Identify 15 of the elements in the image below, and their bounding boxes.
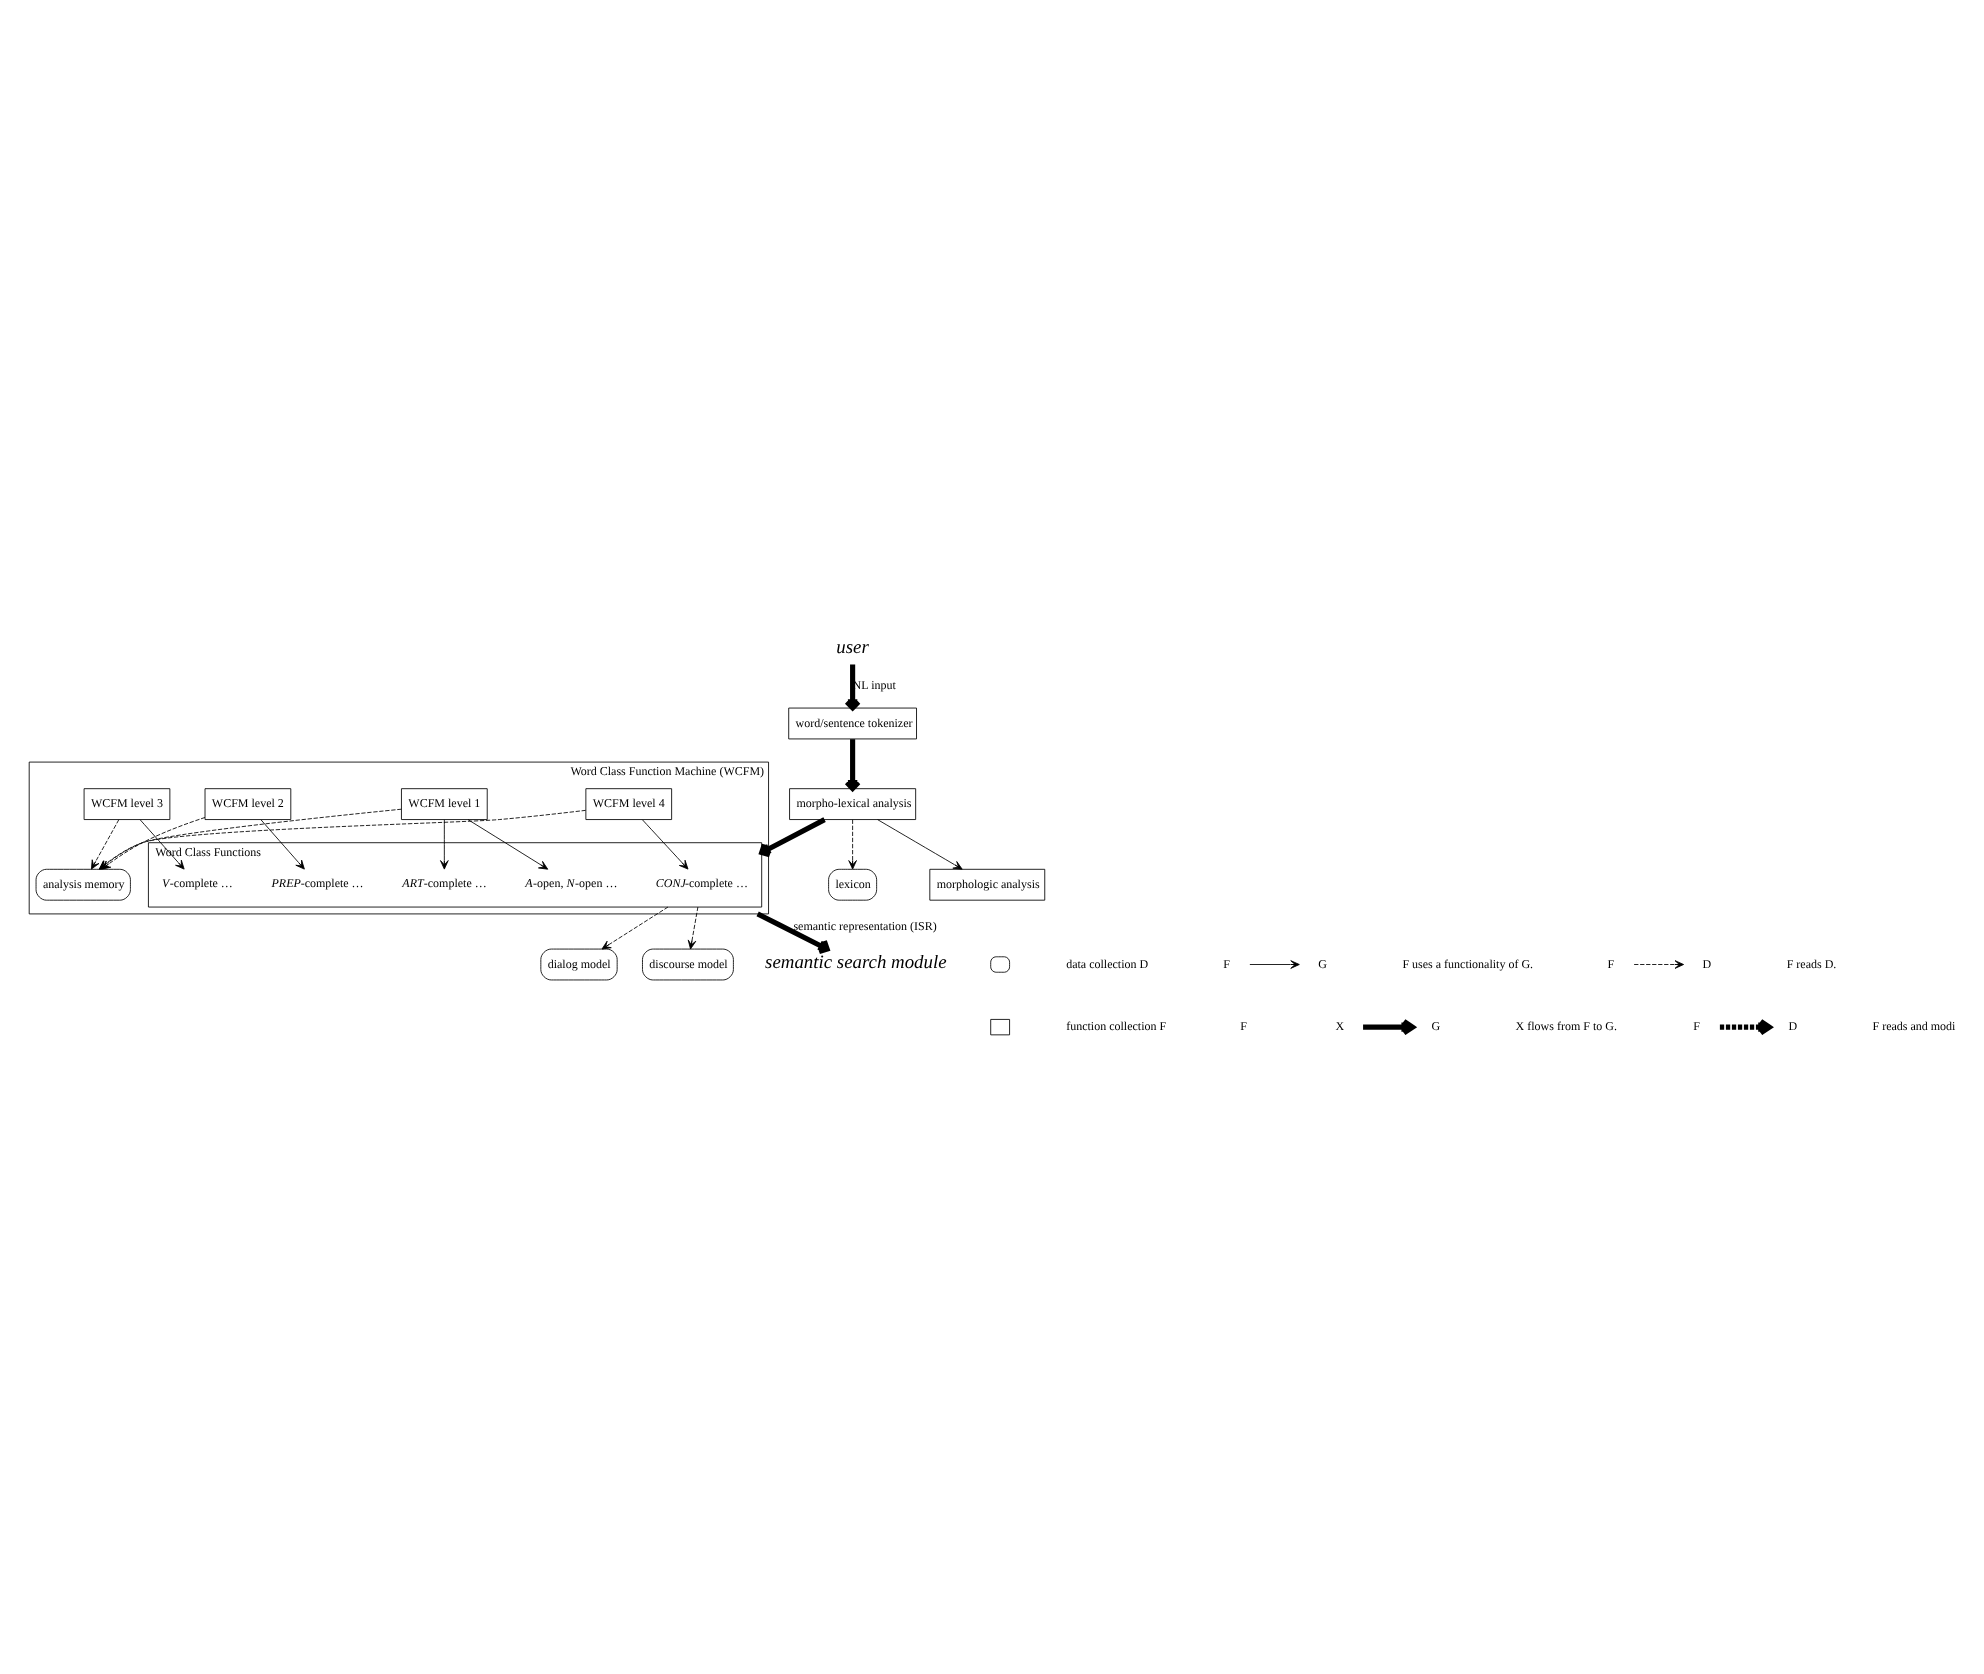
arrow <box>756 910 830 954</box>
arrow <box>844 738 861 791</box>
arrow <box>848 818 857 869</box>
node-text: semantic search module <box>765 953 947 974</box>
arrow <box>877 818 963 869</box>
arrow <box>440 818 449 869</box>
arrow <box>467 818 549 869</box>
arrow <box>687 905 699 949</box>
arrow <box>844 663 861 710</box>
arrow <box>759 816 826 857</box>
arrow <box>260 818 305 869</box>
arrow <box>601 905 669 949</box>
arrow <box>139 818 185 869</box>
node-text: user <box>836 637 869 658</box>
arrow <box>642 818 689 869</box>
